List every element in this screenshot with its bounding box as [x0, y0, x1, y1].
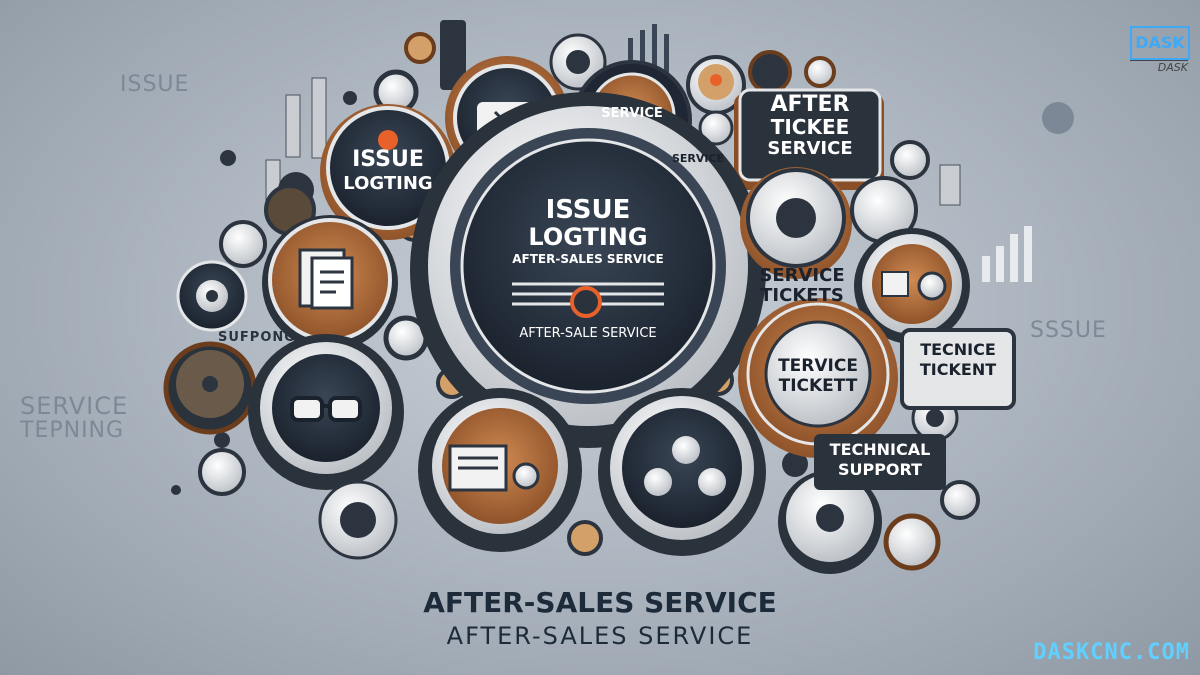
gear-bottom-left	[318, 480, 398, 560]
service-top-label: SERVICE	[601, 106, 663, 121]
location-token	[686, 55, 746, 115]
after-tickee-line1: AFTER	[770, 92, 850, 117]
bg-text-service: SERVICE	[20, 392, 129, 420]
glasses-badge	[248, 334, 404, 490]
issue-logting-line2: LOGTING	[343, 173, 433, 194]
technical-support-label: TECHNICAL SUPPORT	[814, 440, 946, 480]
bg-text-tepning: TEPNING	[20, 418, 125, 443]
technical-line1: TECHNICAL	[829, 440, 931, 459]
tecnice-line1: TECNICE	[920, 340, 996, 359]
tervice-line2: TICKETT	[778, 376, 858, 396]
tecnice-tickent-label: TECNICE TICKENT	[904, 340, 1012, 380]
bg-text-sufponce: SUFPONCE	[218, 330, 305, 345]
service-tickets-label: SERVICE TICKETS	[742, 266, 862, 306]
three-gears-badge	[598, 388, 766, 556]
technical-support-plaque	[814, 434, 946, 490]
clock-badge	[778, 470, 882, 574]
after-tickee-label: AFTER TICKEE SERVICE	[742, 94, 878, 160]
tecnice-plaque	[900, 328, 1016, 410]
documents-badge	[262, 215, 398, 351]
after-tickee-plaque	[734, 88, 884, 190]
center-gear-line2: LOGTING	[528, 223, 648, 251]
service-tickets-line2: TICKETS	[760, 285, 844, 306]
form-badge	[418, 388, 582, 552]
bg-text-sssue: SSSUE	[1030, 318, 1107, 343]
site-watermark: DASKCNC.COM	[1033, 640, 1190, 665]
subheadline: AFTER-SALES SERVICE	[446, 622, 754, 650]
ticket-badge	[740, 167, 852, 279]
bar-chart-decor-2	[982, 226, 1032, 282]
small-tokens	[171, 20, 1074, 571]
tervice-tickett-label: TERVICE TICKETT	[768, 356, 868, 396]
bg-text-issue: ISSUE	[120, 72, 190, 97]
center-gear-label: ISSUE LOGTING AFTER-SALES SERVICE	[478, 196, 698, 266]
logo-bottom-text: DASK	[1130, 60, 1188, 74]
center-gear-line4: AFTER-SALE SERVICE	[519, 326, 657, 341]
bar-chart-decor	[628, 24, 669, 78]
dask-logo: DASK DASK	[1126, 20, 1192, 86]
gear-small-top	[549, 33, 607, 91]
headline: AFTER-SALES SERVICE	[423, 586, 777, 619]
disc-left	[163, 341, 257, 435]
tervice-line1: TERVICE	[778, 356, 858, 376]
tecnice-line2: TICKENT	[919, 360, 997, 379]
logo-top-text: DASK	[1130, 26, 1190, 60]
gear-left	[176, 260, 248, 332]
issue-logting-label: ISSUE LOGTING	[330, 148, 446, 196]
after-tickee-line2: TICKEE	[770, 115, 850, 139]
service-tickets-line1: SERVICE	[759, 265, 845, 286]
center-gear-line3: AFTER-SALES SERVICE	[512, 252, 664, 266]
issue-logting-line1: ISSUE	[352, 147, 424, 172]
tervice-tickett-badge	[738, 298, 898, 458]
after-tickee-line3: SERVICE	[767, 138, 853, 159]
center-gear	[410, 92, 766, 448]
service-small-label: SERVICE	[671, 152, 725, 165]
at-token	[698, 110, 734, 146]
technical-line2: SUPPORT	[837, 460, 923, 479]
center-gear-line1: ISSUE	[545, 195, 631, 225]
tools-gear-badge	[854, 228, 970, 344]
